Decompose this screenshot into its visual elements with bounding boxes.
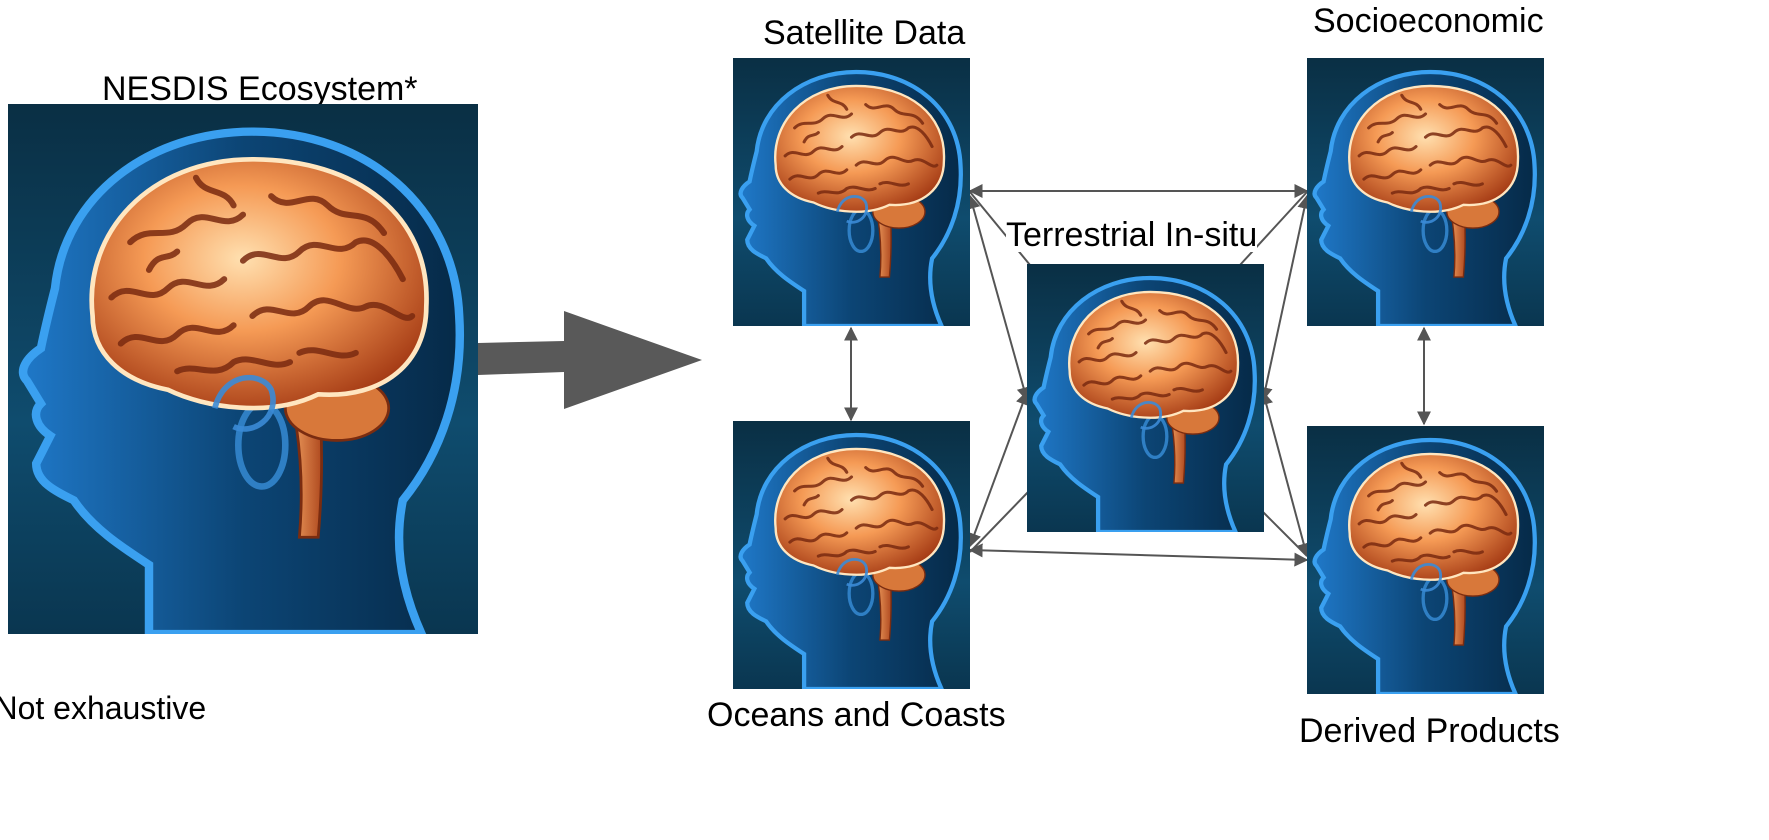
brain-head-icon bbox=[733, 58, 970, 326]
right-arrow-icon bbox=[478, 311, 702, 409]
brain-head-icon bbox=[1307, 426, 1544, 694]
node-oceans-label: Oceans and Coasts bbox=[707, 696, 1006, 734]
connector-socioeconomic-terrestrial-top bbox=[1239, 191, 1308, 266]
footnote: *Not exhaustive bbox=[0, 690, 207, 726]
connector-oceans-terrestrial bbox=[967, 390, 1030, 548]
connector-satellite-terrestrial-top bbox=[969, 191, 1031, 266]
connector-satellite-terrestrial bbox=[966, 194, 1031, 402]
brain-head-icon bbox=[1307, 58, 1544, 326]
node-terrestrial-label: Terrestrial In-situ bbox=[1006, 216, 1258, 254]
connector-derived-terrestrial bbox=[1259, 390, 1311, 558]
node-socioeconomic-label: Socioeconomic bbox=[1313, 2, 1544, 40]
node-derived-label: Derived Products bbox=[1299, 712, 1560, 750]
node-socioeconomic-image bbox=[1307, 58, 1544, 326]
connector-socioeconomic-terrestrial bbox=[1258, 194, 1312, 402]
brain-head-icon bbox=[733, 421, 970, 689]
connector-derived-terrestrial-bottom bbox=[1262, 511, 1308, 557]
node-terrestrial-image bbox=[1027, 264, 1264, 532]
node-satellite-label: Satellite Data bbox=[763, 14, 966, 52]
brain-head-icon bbox=[1027, 264, 1264, 532]
connector-oceans-terrestrial-bottom bbox=[969, 489, 1031, 553]
node-satellite-image bbox=[733, 58, 970, 326]
main-title: NESDIS Ecosystem* bbox=[102, 70, 418, 108]
node-oceans-image bbox=[733, 421, 970, 689]
node-derived-image bbox=[1307, 426, 1544, 694]
connector-oceans-derived bbox=[968, 543, 1309, 567]
